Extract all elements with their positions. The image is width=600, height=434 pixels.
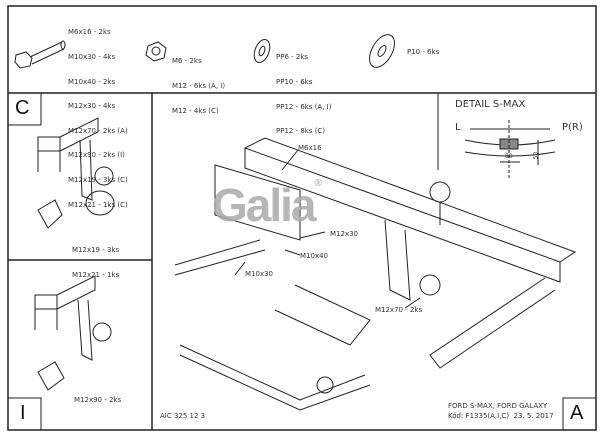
nut-item: M12 - 4ks (C) <box>172 106 219 115</box>
detail-dim-width: 80 <box>505 153 513 160</box>
bolt-item: M12x21 - 1ks (C) <box>68 200 128 209</box>
vehicle-name: FORD S-MAX, FORD GALAXY <box>448 402 548 410</box>
nut-item: M12 - 6ks (A, I) <box>172 82 226 91</box>
bolt-item: M6x16 - 2ks <box>68 28 111 37</box>
washer-list: PP6 - 2ks PP10 - 6ks PP12 - 6ks (A, I) P… <box>276 37 331 144</box>
c-panel-drawing <box>37 117 115 229</box>
callout-m12x70: M12x70 - 2ks <box>375 306 423 314</box>
callout-m12x30: M12x30 <box>330 230 358 238</box>
bolt-item: M12x90 - 2ks (I) <box>68 151 125 160</box>
nut-item: M6 - 2ks <box>172 57 202 66</box>
detail-left-label: L <box>455 122 461 133</box>
bolt-item: M10x40 - 2ks <box>68 77 116 86</box>
main-assembly-drawing <box>174 137 577 411</box>
bolt-icon <box>14 40 66 69</box>
bolt-item: M12x70 - 2ks (A) <box>68 126 128 135</box>
callout: M12x19 - 3ks <box>72 246 120 255</box>
nut-list: M6 - 2ks M12 - 6ks (A, I) M12 - 4ks (C) <box>172 41 225 123</box>
drawing-code: AIC 325 12 3 <box>160 412 206 420</box>
detail-right-label: P(R) <box>562 122 583 133</box>
callout-m10x40: M10x40 <box>300 252 328 260</box>
bolt-item: M12x30 - 4ks <box>68 102 116 111</box>
i-callout: M12x90 - 2ks <box>74 396 122 404</box>
i-panel-drawing <box>34 275 112 391</box>
callout: M12x21 - 1ks <box>72 271 120 280</box>
washer-item: PP12 - 6ks (A, I) <box>276 102 332 111</box>
panel-i-label: I <box>20 402 26 424</box>
washer-icon <box>253 38 271 64</box>
panel-a-label: A <box>570 402 584 424</box>
washer-item: PP12 - 8ks (C) <box>276 127 326 136</box>
galia-logo: Galia® <box>212 178 322 231</box>
callout-m10x30: M10x30 <box>245 270 273 278</box>
bolt-item: M10x30 - 4ks <box>68 53 116 62</box>
kod-date: Kód: F1335(A,I,C) 23. 5. 2017 <box>448 412 554 420</box>
bolt-item: M12x19 - 3ks (C) <box>68 176 128 185</box>
panel-c-label: C <box>15 97 30 119</box>
washer-item: PP10 - 6ks <box>276 78 313 87</box>
callout-m6x16: M6x16 <box>298 144 322 152</box>
c-callouts: M12x19 - 3ks M12x21 - 1ks <box>72 230 119 287</box>
washer-item: PP6 - 2ks <box>276 53 309 62</box>
bolt-list: M6x16 - 2ks M10x30 - 4ks M10x40 - 2ks M1… <box>68 12 128 217</box>
detail-title: DETAIL S-MAX <box>455 99 526 110</box>
detail-dim-height: 50 <box>532 151 540 160</box>
large-washer-item: P10 - 6ks <box>407 48 440 56</box>
large-washer-icon <box>369 34 395 68</box>
nut-icon <box>145 41 167 62</box>
